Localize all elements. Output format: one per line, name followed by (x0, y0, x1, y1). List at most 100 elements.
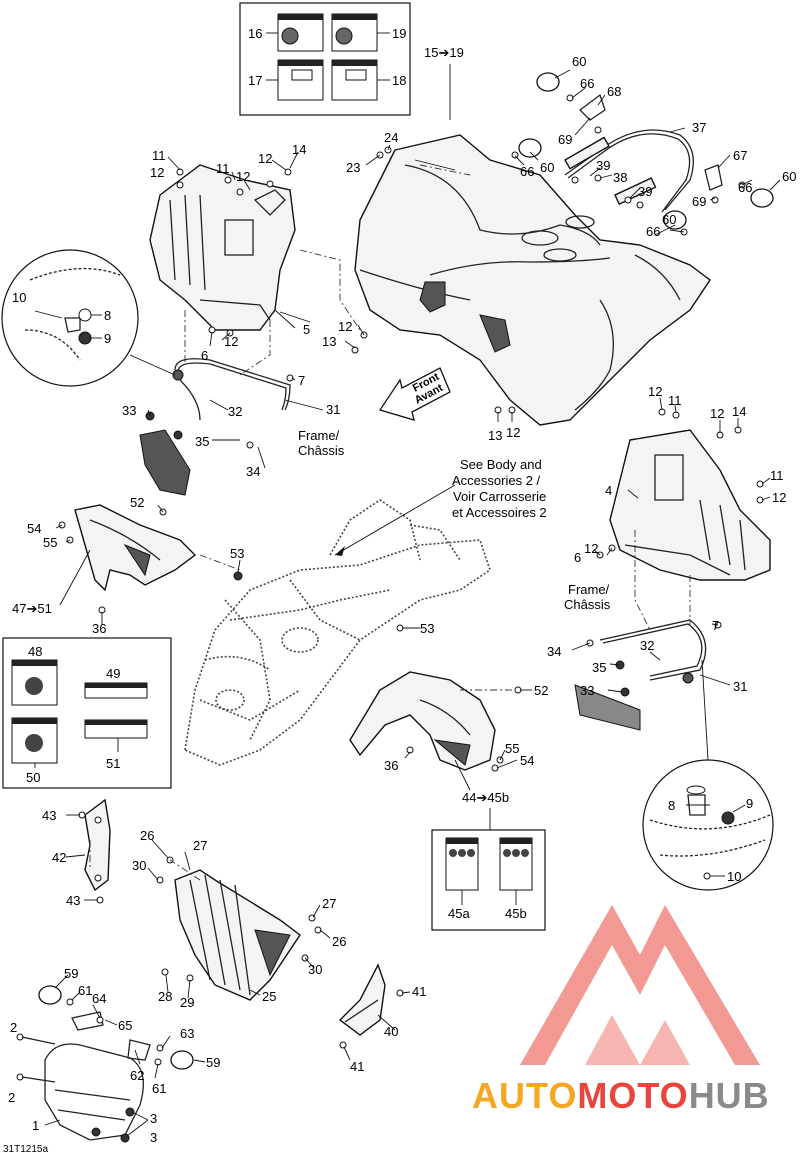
left-footrest-bracket (139, 358, 291, 496)
callout-2a: 2 (10, 1020, 17, 1035)
decal-box-top: 16 19 17 18 (239, 2, 411, 116)
callout-3b: 3 (150, 1130, 157, 1145)
callout-48: 48 (28, 644, 42, 659)
automotohub-watermark: AUTOMOTOHUB (472, 905, 770, 1116)
decal-box-right: 45a 45b (431, 829, 546, 931)
caps (38, 72, 774, 1070)
callout-11b: 11 (216, 161, 230, 176)
left-rear-inner-fender (149, 164, 296, 331)
callout-13b: 13 (488, 428, 502, 443)
callout-14a: 14 (292, 142, 306, 157)
callout-35a: 35 (195, 434, 209, 449)
callout-59a: 59 (64, 966, 78, 981)
callout-38: 38 (613, 170, 627, 185)
vehicle-frame-dotted (184, 499, 491, 766)
callout-34a: 34 (246, 464, 260, 479)
callout-36a: 36 (92, 621, 106, 636)
leader-lines (44, 69, 781, 1137)
callout-60d: 60 (782, 169, 796, 184)
callout-40: 40 (384, 1024, 398, 1039)
callout-43b: 43 (66, 893, 80, 908)
callout-12a: 12 (150, 165, 164, 180)
callout-10-left: 10 (12, 290, 26, 305)
callout-7a: 7 (298, 373, 305, 388)
callout-51: 51 (106, 756, 120, 771)
callout-66b: 66 (520, 164, 534, 179)
callout-3a: 3 (150, 1111, 157, 1126)
callout-67: 67 (733, 148, 747, 163)
callout-labels: 11 12 11 12 12 14 23 24 5 6 12 12 13 7 3… (8, 54, 796, 1145)
callout-12e: 12 (338, 319, 352, 334)
callout-55b: 55 (505, 741, 519, 756)
callout-35b: 35 (592, 660, 606, 675)
callout-12g: 12 (648, 384, 662, 399)
callout-26b: 26 (332, 934, 346, 949)
callout-12h: 12 (710, 406, 724, 421)
callout-32a: 32 (228, 404, 242, 419)
callout-12f: 12 (506, 425, 520, 440)
see-body-line-1: See Body and (460, 457, 542, 472)
callout-2b: 2 (8, 1090, 15, 1105)
frame-label-right-2: Châssis (564, 597, 611, 612)
callout-33a: 33 (122, 403, 136, 418)
callout-33b: 33 (580, 683, 594, 698)
callout-64: 64 (92, 991, 106, 1006)
callout-66a: 66 (580, 76, 594, 91)
callout-45a: 45a (448, 906, 470, 921)
decal-box-left: 48 49 50 51 (2, 637, 172, 789)
callout-42: 42 (52, 850, 66, 865)
rear-fender-body (354, 134, 711, 426)
callout-69b: 69 (692, 194, 706, 209)
watermark-text-moto: MOTO (577, 1075, 688, 1116)
callout-7b: 7 (712, 618, 719, 633)
callout-30a: 30 (132, 858, 146, 873)
callout-63: 63 (180, 1026, 194, 1041)
bracket-40 (338, 963, 386, 1036)
callout-10-right: 10 (727, 869, 741, 884)
callout-65: 65 (118, 1018, 132, 1033)
front-bumper (44, 1011, 151, 1143)
callout-52a: 52 (130, 495, 144, 510)
detail-circle-right: 8 9 10 (642, 659, 774, 891)
callout-30b: 30 (308, 962, 322, 977)
callout-41b: 41 (350, 1059, 364, 1074)
callout-6b: 6 (574, 550, 581, 565)
callout-25: 25 (262, 989, 276, 1004)
callout-62: 62 (130, 1068, 144, 1083)
svg-text:AUTOMOTOHUB: AUTOMOTOHUB (472, 1075, 770, 1116)
callout-9-right: 9 (746, 796, 753, 811)
detail-circle-left: 10 8 9 (1, 249, 176, 387)
callout-53a: 53 (230, 546, 244, 561)
callout-45b: 45b (505, 906, 527, 921)
callout-12j: 12 (584, 541, 598, 556)
callout-29: 29 (180, 995, 194, 1010)
frame-label-left-2: Châssis (298, 443, 345, 458)
callout-61a: 61 (78, 983, 92, 998)
callout-52b: 52 (534, 683, 548, 698)
callout-6a: 6 (201, 348, 208, 363)
front-direction-arrow: Front Avant (378, 367, 451, 421)
callout-11c: 11 (668, 393, 682, 408)
see-body-line-4: et Accessoires 2 (452, 505, 547, 520)
callout-54a: 54 (27, 521, 41, 536)
callout-32b: 32 (640, 638, 654, 653)
callout-14b: 14 (732, 404, 746, 419)
callout-36b: 36 (384, 758, 398, 773)
callout-60a: 60 (572, 54, 586, 69)
callout-50: 50 (26, 770, 40, 785)
frame-label-left-1: Frame/ (298, 428, 340, 443)
callout-19: 19 (392, 26, 406, 41)
group-ref-47-51: 47➔51 (12, 601, 52, 616)
watermark-logo-inner (585, 1015, 690, 1065)
front-right-fender (349, 671, 496, 771)
callout-16: 16 (248, 26, 262, 41)
callout-34b: 34 (547, 644, 561, 659)
callout-60c: 60 (662, 212, 676, 227)
callout-61b: 61 (152, 1081, 166, 1096)
right-rear-inner-fender (609, 429, 771, 581)
callout-54b: 54 (520, 753, 534, 768)
callout-11d: 11 (770, 468, 784, 483)
callout-27a: 27 (193, 838, 207, 853)
callout-68: 68 (607, 84, 621, 99)
